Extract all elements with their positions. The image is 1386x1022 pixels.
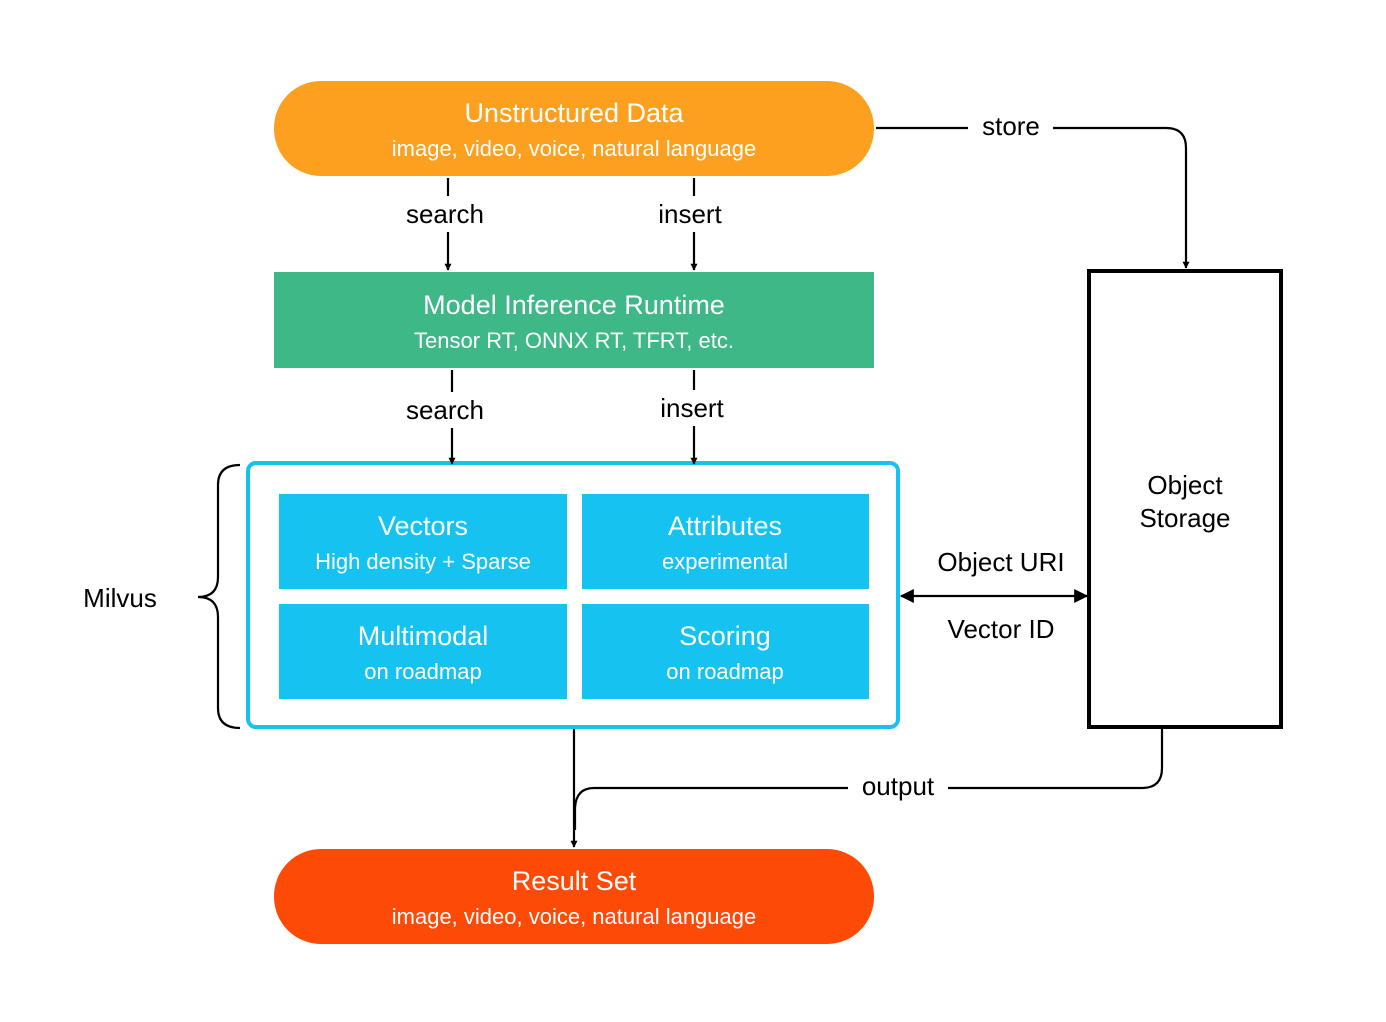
edge-search-1: search: [406, 178, 484, 271]
vectors-title: Vectors: [378, 511, 468, 541]
edge-insert-2: insert: [660, 370, 725, 465]
scoring-node: Scoring on roadmap: [582, 604, 869, 699]
milvus-label: Milvus: [83, 583, 157, 613]
result-set-node: Result Set image, video, voice, natural …: [274, 849, 874, 944]
attributes-node: Attributes experimental: [582, 494, 869, 589]
model-inference-runtime-subtitle: Tensor RT, ONNX RT, TFRT, etc.: [414, 328, 734, 353]
edge-insert-1: insert: [658, 178, 723, 271]
edge-label-search-2: search: [406, 395, 484, 425]
edge-search-2: search: [406, 370, 484, 465]
unstructured-data-title: Unstructured Data: [464, 98, 684, 128]
object-storage-node: Object Storage: [1087, 269, 1283, 729]
vectors-subtitle: High density + Sparse: [315, 549, 531, 574]
milvus-brace: [197, 463, 241, 730]
scoring-title: Scoring: [679, 621, 771, 651]
edge-label-insert-1: insert: [658, 199, 722, 229]
edge-label-output: output: [862, 771, 935, 801]
model-inference-runtime-node: Model Inference Runtime Tensor RT, ONNX …: [274, 272, 874, 368]
edge-object-uri-vector-id: Object URI Vector ID: [899, 547, 1089, 644]
object-storage-label-line2: Storage: [1139, 503, 1230, 533]
multimodal-title: Multimodal: [358, 621, 489, 651]
object-storage-label-line1: Object: [1147, 470, 1223, 500]
unstructured-data-node: Unstructured Data image, video, voice, n…: [274, 81, 874, 176]
attributes-title: Attributes: [668, 511, 782, 541]
vectors-node: Vectors High density + Sparse: [279, 494, 567, 589]
multimodal-subtitle: on roadmap: [364, 659, 481, 684]
unstructured-data-subtitle: image, video, voice, natural language: [392, 136, 756, 161]
multimodal-node: Multimodal on roadmap: [279, 604, 567, 699]
edge-label-store: store: [982, 111, 1040, 141]
edge-label-object-uri: Object URI: [937, 547, 1064, 577]
edge-label-insert-2: insert: [660, 393, 724, 423]
attributes-subtitle: experimental: [662, 549, 788, 574]
model-inference-runtime-title: Model Inference Runtime: [423, 290, 725, 320]
result-set-subtitle: image, video, voice, natural language: [392, 904, 756, 929]
edge-output: output: [573, 729, 1164, 830]
edge-label-vector-id: Vector ID: [948, 614, 1055, 644]
edge-label-search-1: search: [406, 199, 484, 229]
result-set-title: Result Set: [512, 866, 637, 896]
edge-store: store: [876, 111, 1190, 269]
scoring-subtitle: on roadmap: [666, 659, 783, 684]
